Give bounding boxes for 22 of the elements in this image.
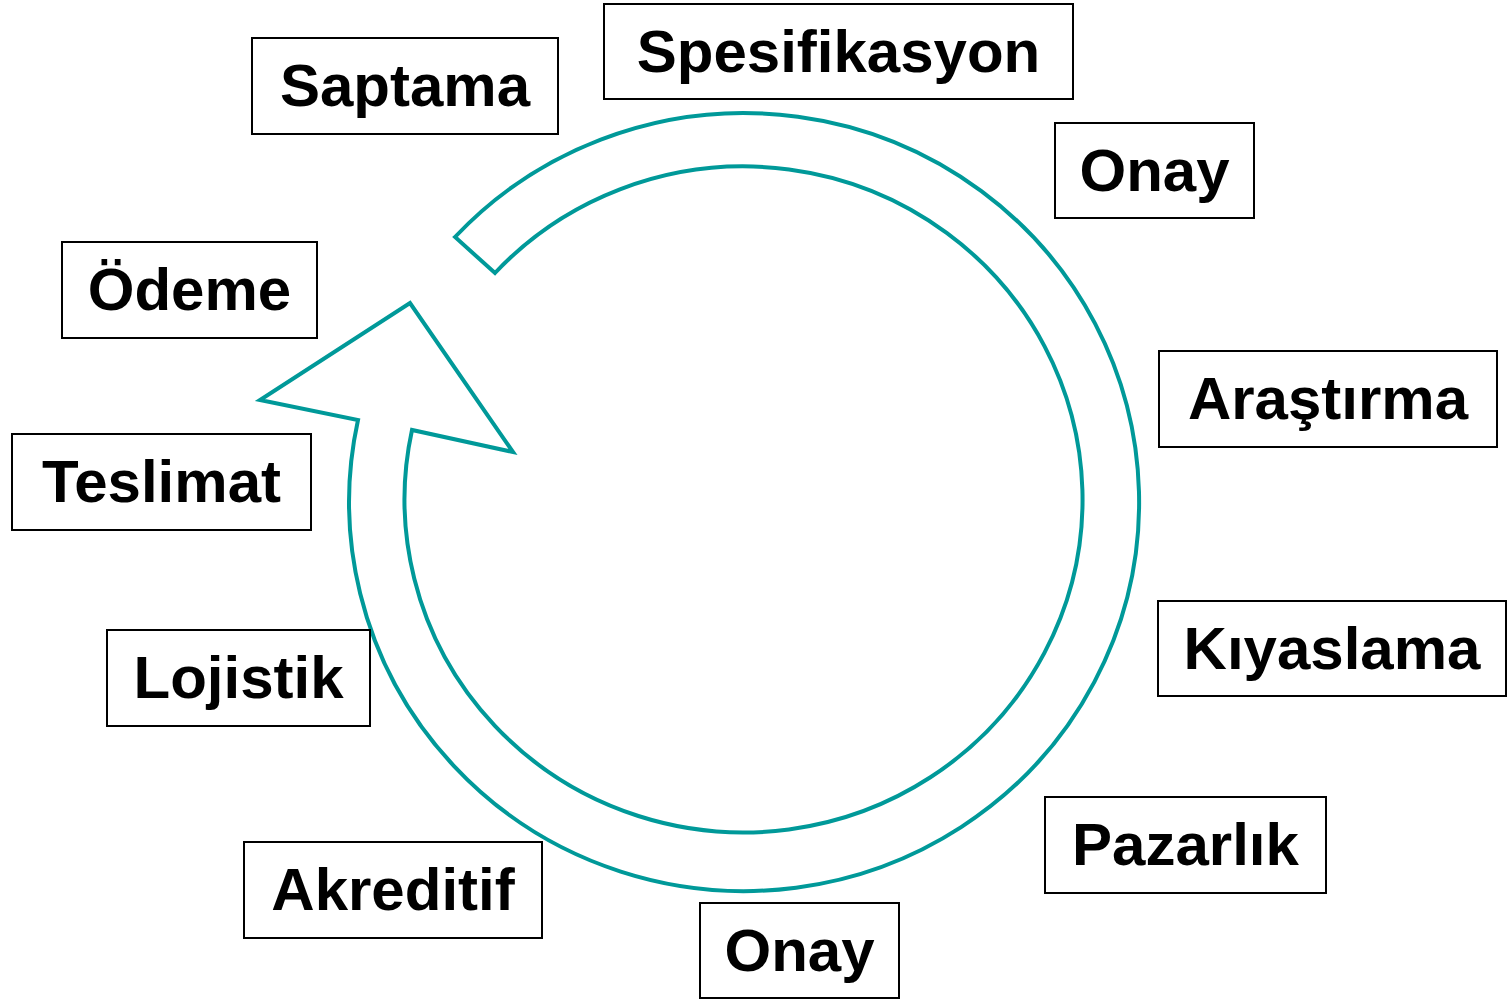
step-box — [106, 629, 371, 727]
step-box — [1158, 350, 1498, 448]
step-label: Onay — [1079, 140, 1230, 201]
step-label: Akreditif — [271, 860, 515, 920]
step-box — [251, 37, 559, 135]
step-box — [11, 433, 312, 531]
step-box — [1054, 122, 1255, 219]
step-label: Onay — [724, 920, 875, 981]
step-box — [243, 841, 543, 939]
step-label: Araştırma — [1187, 369, 1469, 429]
step-label: Ödeme — [87, 260, 292, 320]
step-label: Teslimat — [42, 452, 281, 512]
step-label: Saptama — [279, 56, 531, 116]
step-box — [1044, 796, 1327, 894]
step-label: Lojistik — [133, 648, 344, 708]
step-box — [603, 3, 1074, 100]
step-box — [699, 902, 900, 999]
step-box — [61, 241, 318, 339]
step-label: Kıyaslama — [1183, 618, 1481, 679]
step-label: Spesifikasyon — [636, 21, 1041, 82]
step-box — [1157, 600, 1507, 697]
step-label: Pazarlık — [1072, 815, 1299, 875]
